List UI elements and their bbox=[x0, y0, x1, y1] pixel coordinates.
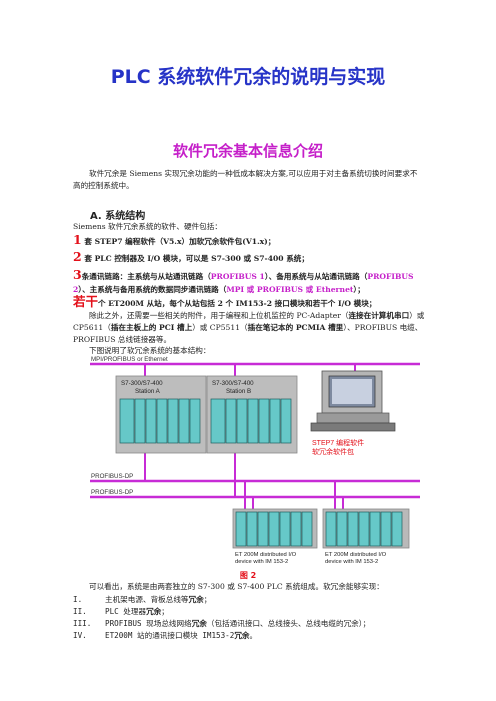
list-item: IV. ET200M 站的通讯接口模块 IM153-2冗余。 bbox=[73, 630, 433, 642]
item-1: 1 套 STEP7 编程软件（V5.x）加软冗余软件包(V1.x)； bbox=[73, 232, 276, 248]
et200m-station-2: ET 200M distributed I/O device with IM 1… bbox=[322, 481, 410, 565]
list-item-num: II. bbox=[73, 607, 87, 616]
item-3: 3条通讯链路：主系统与从站通讯链路（PROFIBUS 1）、备用系统与从站通讯链… bbox=[73, 268, 428, 296]
list-item-num: I. bbox=[73, 595, 83, 604]
figure-intro: 下图说明了软冗余系统的基本结构： bbox=[89, 346, 211, 355]
list-item-bold: 冗余 bbox=[146, 607, 162, 616]
station-a-name: Station A bbox=[135, 388, 161, 395]
extra-d: 插在主板上的 PCI 槽上 bbox=[110, 323, 193, 332]
extra-a: 除此之外，还需要一些相关的附件，用于编程和上位机监控的 PC-Adapter（ bbox=[89, 311, 349, 320]
list-item-bold: 冗余 bbox=[234, 631, 250, 640]
step7-label: STEP7 编程软件 bbox=[312, 438, 364, 447]
extra-b: 连接在计算机串口 bbox=[348, 311, 410, 320]
extra-e: ）或 CP5511（ bbox=[192, 323, 248, 332]
list-item-tail: （包括通讯接口、总线接头、总线电缆的冗余）； bbox=[206, 619, 371, 628]
mpi-bus-label: MPI/PROFIBUS or Ethernet bbox=[91, 356, 168, 363]
item-4-text: 个 ET200M 从站，每个从站包括 2 个 IM153-2 接口模块和若干个 … bbox=[98, 299, 377, 308]
figure-caption: 图 2 bbox=[239, 571, 257, 580]
et200m-1-line2: device with IM 153-2 bbox=[235, 559, 288, 565]
extra-f: 插在笔记本的 PCMIA 槽里 bbox=[247, 323, 344, 332]
et200m-2-line2: device with IM 153-2 bbox=[325, 559, 378, 565]
item-4-big: 若干 bbox=[73, 294, 99, 309]
item-3-num: 3 bbox=[73, 267, 82, 282]
station-b-model: S7-300/S7-400 bbox=[212, 380, 254, 387]
item-3-text-e: ）、主系统与备用系统的数据同步通讯链路（ bbox=[78, 285, 227, 294]
item-3-link-2: PROFIBUS 2 bbox=[73, 272, 414, 294]
item-2-num: 2 bbox=[73, 249, 82, 264]
list-item: II. PLC 处理器冗余； bbox=[73, 606, 433, 618]
item-3-text-a: 条通讯链路：主系统与从站通讯链路（ bbox=[81, 272, 211, 281]
system-diagram: MPI/PROFIBUS or Ethernet S7-300/S7-400 S… bbox=[90, 355, 420, 567]
list-item-text: ET200M 站的通讯接口模块 IM153-2 bbox=[105, 631, 235, 640]
redundancy-list: I.主机架电源、背板总线等冗余； II.PLC 处理器冗余； III.PROFI… bbox=[73, 594, 433, 642]
item-3-text-g: ）； bbox=[353, 285, 365, 294]
intro-paragraph: 软件冗余是 Siemens 实现冗余功能的一种低成本解决方案,可以应用于对主备系… bbox=[73, 168, 423, 192]
et200m-1-line1: ET 200M distributed I/O bbox=[235, 552, 297, 558]
et200m-station-1: ET 200M distributed I/O device with IM 1… bbox=[232, 481, 318, 565]
pc-workstation-icon: STEP7 编程软件 软冗余软件包 bbox=[310, 364, 396, 456]
item-1-num: 1 bbox=[73, 232, 82, 247]
item-3-link-3: MPI 或 PROFIBUS 或 Ethernet bbox=[226, 285, 354, 294]
item-1-text: 套 STEP7 编程软件（V5.x）加软冗余软件包(V1.x)； bbox=[84, 237, 276, 246]
intro-text: 软件冗余是 Siemens 实现冗余功能的一种低成本解决方案,可以应用于对主备系… bbox=[73, 169, 418, 190]
item-2-text: 套 PLC 控制器及 I/O 模块，可以是 S7-300 或 S7-400 系统… bbox=[84, 254, 309, 263]
list-item: I. 主机架电源、背板总线等冗余； bbox=[73, 594, 433, 606]
list-item-tail: 。 bbox=[249, 631, 258, 640]
redundancy-package-label: 软冗余软件包 bbox=[312, 447, 354, 456]
item-3-text-c: ）、备用系统与从站通讯链路（ bbox=[264, 272, 368, 281]
station-b-name: Station B bbox=[226, 388, 251, 395]
list-item-bold: 冗余 bbox=[191, 619, 207, 628]
list-item-tail: ； bbox=[203, 595, 212, 604]
et200m-2-line1: ET 200M distributed I/O bbox=[325, 552, 387, 558]
section-a-desc: Siemens 软件冗余系统的软件、硬件包括： bbox=[73, 222, 222, 231]
extra-c: ）或 CP5611（ bbox=[73, 311, 425, 332]
list-item-num: IV. bbox=[73, 631, 87, 640]
list-item-num: III. bbox=[73, 619, 92, 628]
section-a-heading: A. 系统结构 bbox=[90, 211, 146, 222]
item-4: 若干个 ET200M 从站，每个从站包括 2 个 IM153-2 接口模块和若干… bbox=[73, 294, 377, 310]
profibus-dp-2-label: PROFIBUS-DP bbox=[91, 489, 133, 496]
list-item-tail: ； bbox=[161, 607, 169, 616]
item-3-link-1: PROFIBUS 1 bbox=[210, 272, 265, 281]
list-item: III. PROFIBUS 现场总线网络冗余（包括通讯接口、总线接头、总线电缆的冗… bbox=[73, 618, 433, 630]
document-title: PLC 系统软件冗余的说明与实现 bbox=[110, 66, 386, 88]
list-item-text: PLC 处理器 bbox=[105, 607, 147, 616]
list-item-text: PROFIBUS 现场总线网络 bbox=[105, 619, 192, 628]
extra-g: ）、PROFIBUS 电缆、PROFIBUS 总线链接器等。 bbox=[73, 323, 423, 344]
station-a-model: S7-300/S7-400 bbox=[121, 380, 163, 387]
section-heading: 软件冗余基本信息介绍 bbox=[172, 142, 323, 160]
station-a: S7-300/S7-400 Station A bbox=[115, 364, 207, 481]
list-item-text: 主机架电源、背板总线等 bbox=[105, 595, 189, 604]
profibus-dp-1-label: PROFIBUS-DP bbox=[91, 473, 133, 480]
after-caption-paragraph: 可以看出，系统是由两套独立的 S7-300 或 S7-400 PLC 系统组成。… bbox=[89, 582, 384, 591]
accessories-paragraph: 除此之外，还需要一些相关的附件，用于编程和上位机监控的 PC-Adapter（连… bbox=[73, 310, 431, 346]
item-2: 2 套 PLC 控制器及 I/O 模块，可以是 S7-300 或 S7-400 … bbox=[73, 249, 309, 265]
station-b: S7-300/S7-400 Station B bbox=[206, 364, 298, 497]
list-item-bold: 冗余 bbox=[188, 595, 204, 604]
